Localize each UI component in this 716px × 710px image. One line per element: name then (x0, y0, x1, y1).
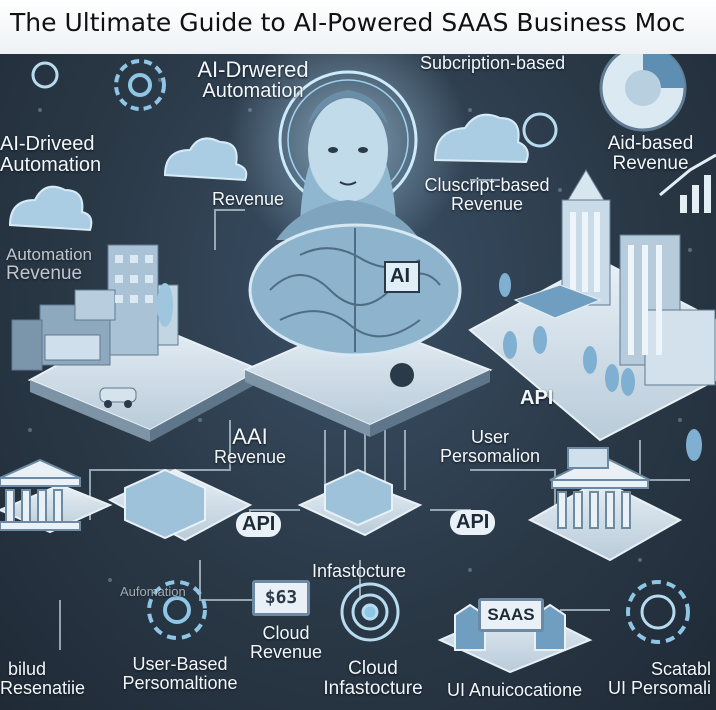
tree-icon (499, 273, 702, 461)
label-line: Automation (0, 154, 102, 176)
label-line: Revenue (213, 447, 287, 468)
document-panel: $63 (252, 580, 310, 616)
cloud-infrastructure-label: Cloud Infastocture (308, 659, 438, 699)
ai-driven-automation-label: AI-Drwered Automation (188, 58, 318, 102)
cloud-icon (8, 113, 529, 232)
automation-revenue-faded-label: Automation Revenue (6, 246, 92, 284)
api-badge-mid: API (450, 510, 496, 535)
bilud-revenue-label: bilud Resenatiie (0, 660, 85, 698)
ai-brain-icon (248, 223, 462, 387)
bank-icon (0, 447, 651, 531)
aai-revenue-label: AAI Revenue (200, 425, 300, 467)
ui-application-label: UI Anuicocatione (447, 680, 583, 700)
saas-sign-text: SAAS (487, 605, 535, 624)
label-line: AAI (232, 424, 268, 449)
label-line: Infastocture (323, 677, 423, 699)
label-line: AI-Driveed (0, 133, 95, 155)
saas-sign: SAAS (478, 598, 544, 632)
user-personalization-label: User Persomalion (420, 428, 560, 466)
label-line: Persomalion (439, 445, 541, 466)
subscription-based-label: Subcription-based (420, 53, 566, 73)
document-panel-value: $63 (264, 587, 298, 608)
user-based-personalization-label: User-Based Persomaltione (110, 655, 250, 693)
label-line: Revenue (450, 193, 524, 214)
label-line: Cloud (348, 658, 398, 679)
target-icon (31, 61, 676, 642)
label-line: Cluscript-based (424, 175, 550, 195)
cluscript-based-revenue-label: Cluscript-based Revenue (417, 176, 557, 214)
api-label: API (520, 387, 554, 409)
scalable-ui-personalization-label: Scatabl UI Persomali (608, 660, 711, 698)
label-line: bilud (8, 659, 47, 679)
api-badge-left: API (236, 512, 282, 537)
label-line: Revenue (249, 641, 323, 662)
label-line: AI-Drwered (197, 57, 309, 82)
label-line: UI Persomali (608, 677, 712, 698)
label-line: Resenatiie (0, 677, 86, 698)
automation-faded-label: Aufomation (120, 584, 186, 599)
pie-chart-icon (599, 44, 687, 132)
aid-based-revenue-label: Aid-based Revenue (598, 134, 703, 174)
revenue-mid-label: Revenue (212, 189, 285, 209)
label-line: Aid-based (607, 133, 694, 154)
label-line: Revenue (612, 152, 689, 174)
building-icon (11, 244, 179, 371)
label-line: Cloud (262, 623, 310, 643)
bar-chart-icon (659, 153, 716, 213)
car-icon (99, 387, 137, 408)
infrastructure-mid-label: Infastocture (312, 561, 407, 581)
label-line: Scatabl (650, 659, 712, 679)
cloud-revenue-label: Cloud Revenue (236, 624, 336, 662)
label-line: Automation (6, 245, 92, 264)
label-line: Revenue (6, 262, 83, 284)
page-title: The Ultimate Guide to AI-Powered SAAS Bu… (0, 0, 716, 54)
ai-chip-label: AI (390, 265, 410, 287)
label-line: User (470, 427, 509, 447)
label-line: Automation (202, 80, 304, 103)
label-line: Persomaltione (122, 672, 238, 693)
building-icon (513, 169, 716, 386)
ai-driven-automation-left-label: AI-Driveed Automation (0, 134, 101, 176)
gear-icon (114, 59, 690, 644)
label-line: User-Based (132, 654, 228, 674)
